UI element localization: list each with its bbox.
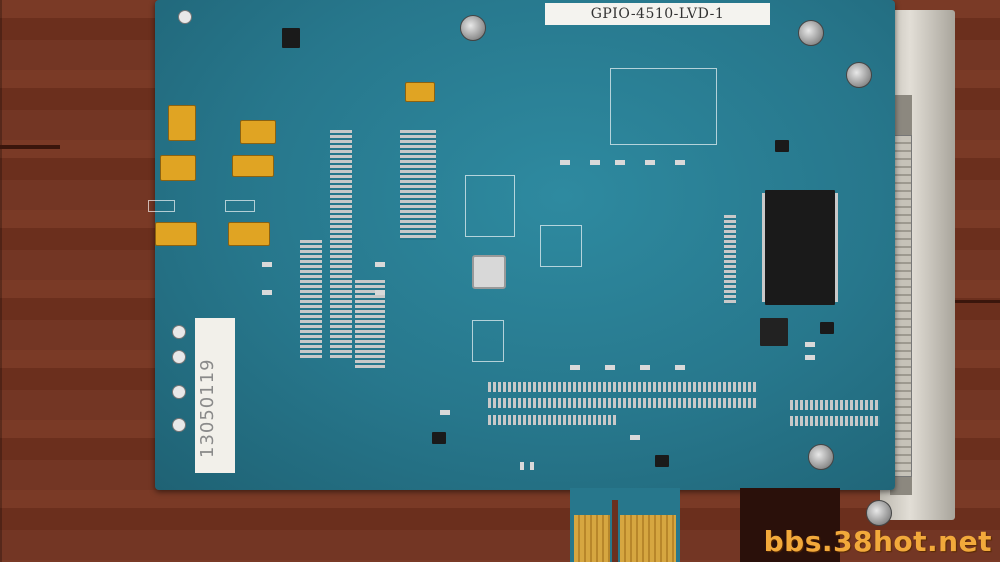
ic-chip — [820, 322, 834, 334]
screw — [866, 500, 892, 526]
smd-resistor — [615, 160, 625, 165]
smd-resistor — [375, 290, 385, 295]
smd-resistor — [440, 410, 450, 415]
mounting-hole — [172, 385, 186, 399]
pcie-key-notch — [612, 500, 618, 562]
smd-resistor — [640, 365, 650, 370]
silkscreen-outline — [540, 225, 582, 267]
screw — [808, 444, 834, 470]
ic-chip — [775, 140, 789, 152]
pad-array — [488, 415, 618, 425]
silkscreen-outline — [472, 320, 504, 362]
tantalum-capacitor — [228, 222, 270, 246]
watermark: bbs.38hot.net — [763, 525, 992, 558]
pcie-gold-fingers — [620, 515, 676, 562]
smd-resistor — [630, 435, 640, 440]
tantalum-capacitor — [160, 155, 196, 181]
tantalum-capacitor — [168, 105, 196, 141]
serial-number: 13050119 — [197, 358, 218, 458]
screw — [798, 20, 824, 46]
smd-resistor — [520, 462, 524, 470]
smd-resistor — [375, 262, 385, 267]
tantalum-capacitor — [240, 120, 276, 144]
silkscreen-outline — [610, 68, 717, 145]
smd-resistor — [645, 160, 655, 165]
pad-array — [724, 215, 736, 305]
smd-resistor — [530, 462, 534, 470]
pad-array — [488, 382, 758, 392]
pad-array — [400, 130, 436, 240]
pad-array — [790, 416, 880, 426]
screw — [460, 15, 486, 41]
smd-resistor — [675, 365, 685, 370]
pad-array — [790, 400, 880, 410]
pad-array — [355, 280, 385, 370]
silkscreen-outline — [225, 200, 255, 212]
smd-resistor — [605, 365, 615, 370]
mounting-hole — [172, 350, 186, 364]
tantalum-capacitor — [232, 155, 274, 177]
smd-resistor — [570, 365, 580, 370]
serial-sticker: 13050119 — [195, 318, 235, 473]
silkscreen-outline — [465, 175, 515, 237]
crystal-oscillator — [472, 255, 506, 289]
tantalum-capacitor — [405, 82, 435, 102]
pad-array — [300, 240, 322, 360]
pad-array — [330, 130, 352, 360]
dip-switch — [760, 318, 788, 346]
smd-resistor — [675, 160, 685, 165]
ic-chip — [655, 455, 669, 467]
wood-seam — [0, 145, 60, 149]
ic-chip — [432, 432, 446, 444]
mounting-hole — [178, 10, 192, 24]
screw — [846, 62, 872, 88]
mounting-hole — [172, 418, 186, 432]
mounting-hole — [172, 325, 186, 339]
smd-resistor — [262, 262, 272, 267]
tantalum-capacitor — [155, 222, 197, 246]
memory-chip — [765, 190, 835, 305]
smd-resistor — [262, 290, 272, 295]
smd-resistor — [560, 160, 570, 165]
model-label: GPIO-4510-LVD-1 — [545, 3, 770, 25]
smd-resistor — [590, 160, 600, 165]
silkscreen-outline — [148, 200, 175, 212]
smd-resistor — [805, 355, 815, 360]
pcie-gold-fingers — [574, 515, 610, 562]
smd-resistor — [805, 342, 815, 347]
board-cutout — [740, 488, 840, 562]
ic-chip — [282, 28, 300, 48]
pad-array — [488, 398, 758, 408]
